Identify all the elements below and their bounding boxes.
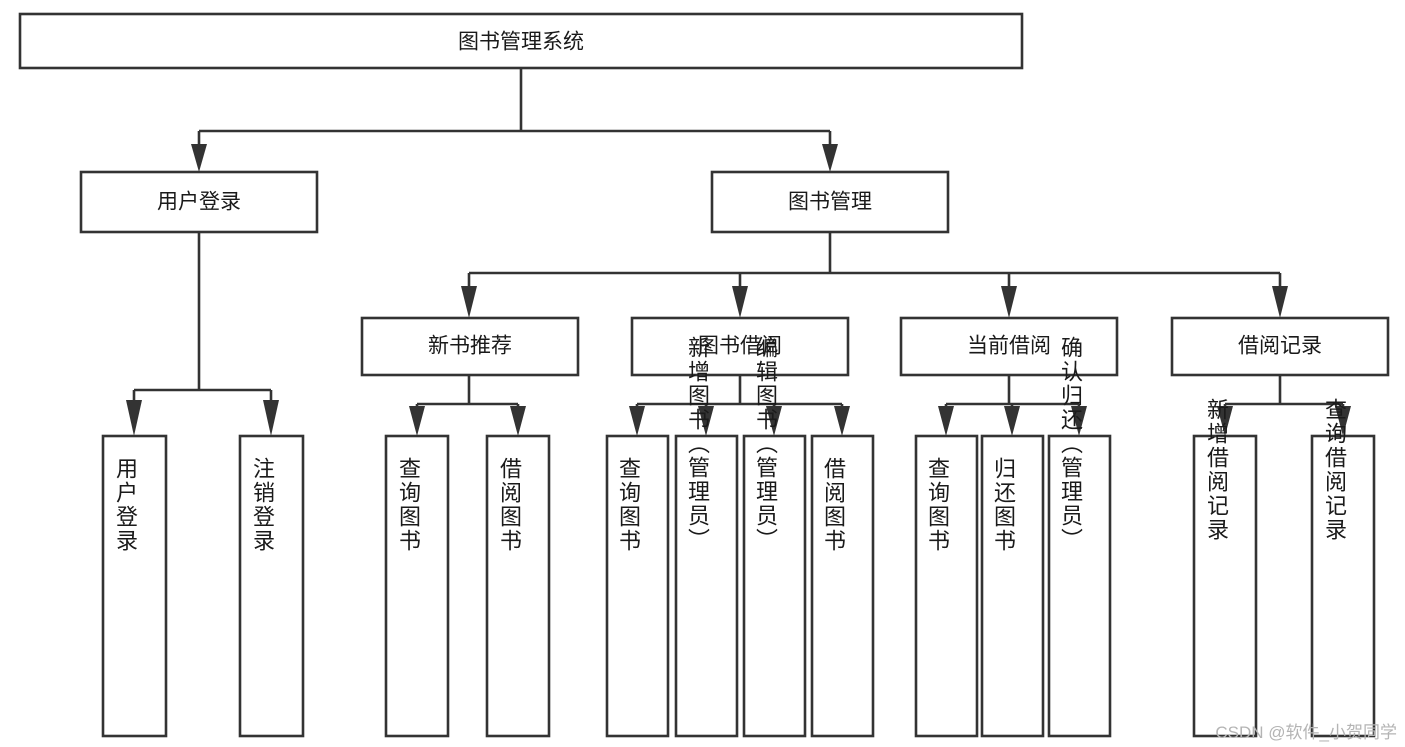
node-book-borrow[interactable]: 图书借阅 <box>630 316 850 377</box>
node-leaf-query-book-2-box[interactable] <box>605 434 670 738</box>
arrowhead-leaf-user-login <box>126 400 142 436</box>
arrowhead-leaf-confirm-return <box>1071 406 1087 436</box>
node-leaf-borrow-book-2[interactable]: 借阅图书 <box>810 434 875 738</box>
node-leaf-confirm-return-label: 确认归还（管理员） <box>1058 336 1083 552</box>
node-leaf-return-book[interactable]: 归还图书 <box>980 434 1045 738</box>
node-leaf-borrow-book-2-box[interactable] <box>810 434 875 738</box>
node-root-box[interactable] <box>18 12 1024 70</box>
arrowhead-leaf-query-record <box>1335 406 1351 436</box>
node-leaf-borrow-book-1-label: 借阅图书 <box>497 457 522 553</box>
node-leaf-confirm-return-box[interactable] <box>1047 434 1112 738</box>
node-borrow-record-label: 借阅记录 <box>1238 335 1322 358</box>
arrowhead-leaf-logout <box>263 400 279 436</box>
node-leaf-query-book-3[interactable]: 查询图书 <box>914 434 979 738</box>
node-leaf-return-book-box[interactable] <box>980 434 1045 738</box>
node-leaf-query-book-1[interactable]: 查询图书 <box>384 434 450 738</box>
node-leaf-logout[interactable]: 注销登录 <box>238 434 305 738</box>
node-leaf-borrow-book-1-box[interactable] <box>485 434 551 738</box>
arrowhead-leaf-borrow-book-1 <box>510 406 526 436</box>
node-leaf-query-book-3-label: 查询图书 <box>925 457 950 553</box>
node-leaf-query-record[interactable]: 查询借阅记录 <box>1310 398 1376 738</box>
arrowhead-leaf-edit-book <box>766 406 782 436</box>
connector-layer <box>126 68 1351 436</box>
arrowhead-leaf-query-book-3 <box>938 406 954 436</box>
node-leaf-add-book-label: 新增图书（管理员） <box>685 336 710 552</box>
arrowhead-leaf-query-book-2 <box>629 406 645 436</box>
node-leaf-add-record[interactable]: 新增借阅记录 <box>1192 398 1258 738</box>
arrowhead-book-borrow <box>732 286 748 318</box>
node-current-borrow[interactable]: 当前借阅 <box>899 316 1119 377</box>
node-leaf-logout-box[interactable] <box>238 434 305 738</box>
node-leaf-logout-label: 注销登录 <box>250 457 275 553</box>
node-leaf-return-book-label: 归还图书 <box>991 457 1016 553</box>
node-leaf-borrow-book-2-label: 借阅图书 <box>821 457 846 553</box>
node-leaf-add-book-box[interactable] <box>674 434 739 738</box>
node-book-borrow-label: 图书借阅 <box>698 335 782 358</box>
arrowhead-leaf-add-book <box>698 406 714 436</box>
node-current-borrow-box[interactable] <box>899 316 1119 377</box>
node-book-manage-box[interactable] <box>710 170 950 234</box>
node-root-label: 图书管理系统 <box>458 31 584 54</box>
arrowhead-leaf-return-book <box>1004 406 1020 436</box>
node-leaf-user-login[interactable]: 用户登录 <box>101 434 168 738</box>
node-root[interactable]: 图书管理系统 <box>18 12 1024 70</box>
node-leaf-edit-book-box[interactable] <box>742 434 807 738</box>
node-leaf-add-book[interactable]: 新增图书（管理员） <box>674 336 739 738</box>
node-leaf-edit-book-label: 编辑图书（管理员） <box>753 336 778 552</box>
node-leaf-user-login-label: 用户登录 <box>113 457 138 553</box>
node-user-login-box[interactable] <box>79 170 319 234</box>
node-leaf-user-login-box[interactable] <box>101 434 168 738</box>
node-new-book-rec-box[interactable] <box>360 316 580 377</box>
node-leaf-add-record-box[interactable] <box>1192 434 1258 738</box>
node-leaf-edit-book[interactable]: 编辑图书（管理员） <box>742 336 807 738</box>
arrowhead-user-login <box>191 144 207 172</box>
node-leaf-query-book-1-label: 查询图书 <box>396 457 421 553</box>
node-leaf-query-record-label: 查询借阅记录 <box>1322 398 1347 542</box>
node-leaf-confirm-return[interactable]: 确认归还（管理员） <box>1047 336 1112 738</box>
node-book-manage[interactable]: 图书管理 <box>710 170 950 234</box>
node-new-book-rec[interactable]: 新书推荐 <box>360 316 580 377</box>
node-user-login-label: 用户登录 <box>157 191 241 214</box>
node-user-login[interactable]: 用户登录 <box>79 170 319 234</box>
node-borrow-record[interactable]: 借阅记录 <box>1170 316 1390 377</box>
arrowhead-borrow-record <box>1272 286 1288 318</box>
node-current-borrow-label: 当前借阅 <box>967 335 1051 358</box>
csdn-watermark: CSDN @软件_小贺同学 <box>1215 723 1397 742</box>
arrowhead-current-borrow <box>1001 286 1017 318</box>
node-book-borrow-box[interactable] <box>630 316 850 377</box>
arrowhead-new-book-rec <box>461 286 477 318</box>
node-book-manage-label: 图书管理 <box>788 191 872 214</box>
node-leaf-query-book-1-box[interactable] <box>384 434 450 738</box>
arrowhead-leaf-add-record <box>1217 406 1233 436</box>
node-leaf-query-record-box[interactable] <box>1310 434 1376 738</box>
arrowhead-leaf-query-book-1 <box>409 406 425 436</box>
node-borrow-record-box[interactable] <box>1170 316 1390 377</box>
node-leaf-query-book-2[interactable]: 查询图书 <box>605 434 670 738</box>
node-leaf-query-book-3-box[interactable] <box>914 434 979 738</box>
arrowhead-book-manage <box>822 144 838 172</box>
node-leaf-add-record-label: 新增借阅记录 <box>1204 398 1229 542</box>
node-leaf-borrow-book-1[interactable]: 借阅图书 <box>485 434 551 738</box>
node-new-book-rec-label: 新书推荐 <box>428 335 512 358</box>
node-leaf-query-book-2-label: 查询图书 <box>616 457 641 553</box>
arrowhead-leaf-borrow-book-2 <box>834 406 850 436</box>
